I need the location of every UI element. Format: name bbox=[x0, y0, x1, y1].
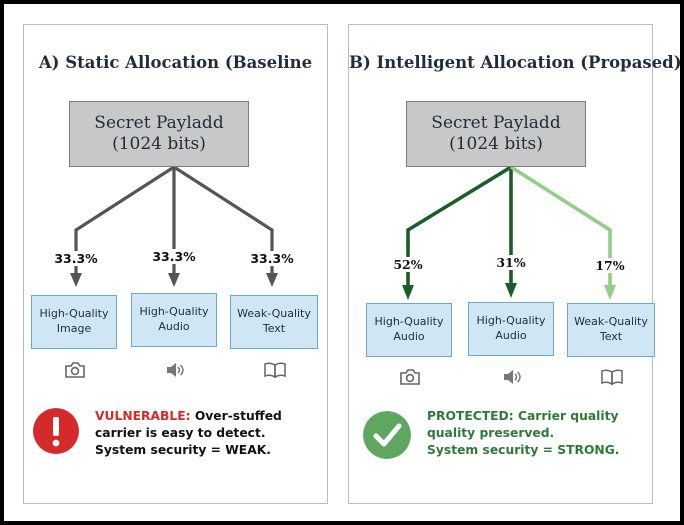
status-line-1-rest: Over-stuffed bbox=[190, 409, 282, 423]
carrier-quality: Weak-Quality bbox=[237, 307, 311, 321]
arrowhead-middle bbox=[168, 273, 180, 287]
book-icon bbox=[264, 362, 286, 379]
carrier-type: Audio bbox=[393, 330, 425, 343]
percent-label-audio: 33.3% bbox=[134, 249, 214, 264]
payload-size: (1024 bits) bbox=[112, 134, 206, 154]
vulnerable-status-text: VULNERABLE: Over-stuffed carrier is easy… bbox=[95, 408, 282, 460]
status-line-3: System security = WEAK. bbox=[95, 443, 271, 458]
secret-payload-box: Secret Payladd (1024 bits) bbox=[406, 101, 586, 167]
checkmark-icon bbox=[363, 411, 411, 459]
arrowhead-left bbox=[402, 285, 414, 300]
panel-title: A) Static Allocation (Baseline bbox=[38, 53, 313, 72]
carrier-type: Audio bbox=[158, 320, 190, 333]
carrier-type: Text bbox=[262, 322, 286, 335]
vulnerable-label: VULNERABLE: bbox=[95, 409, 191, 423]
status-line-2: carrier is easy to detect. bbox=[95, 426, 266, 441]
carrier-box-image: High-Quality Image bbox=[31, 295, 117, 349]
carrier-box-audio-2: High-Quality Audio bbox=[468, 302, 554, 356]
arrowhead-right bbox=[604, 285, 616, 300]
carrier-quality: Weak-Quality bbox=[574, 315, 648, 329]
percent-label-text: 33.3% bbox=[232, 251, 312, 266]
speaker-icon bbox=[167, 363, 184, 377]
percent-label-image: 33.3% bbox=[36, 251, 116, 266]
status-line-1: VULNERABLE: Over-stuffed bbox=[95, 408, 282, 425]
camera-icon bbox=[65, 362, 85, 378]
figure-frame: A) Static Allocation (Baseline Secret Pa… bbox=[4, 4, 682, 521]
carrier-quality: High-Quality bbox=[476, 314, 546, 328]
carrier-type: Text bbox=[599, 330, 623, 343]
carrier-box-audio-1: High-Quality Audio bbox=[366, 303, 452, 357]
arrowhead-left bbox=[70, 273, 82, 287]
percent-label-second: 31% bbox=[471, 255, 551, 270]
secret-payload-box: Secret Payladd (1024 bits) bbox=[69, 101, 249, 167]
panel-static-allocation: A) Static Allocation (Baseline Secret Pa… bbox=[23, 24, 328, 504]
carrier-quality: High-Quality bbox=[139, 305, 209, 319]
carrier-box-text: Weak-Quality Text bbox=[567, 303, 655, 357]
camera-icon bbox=[400, 369, 420, 385]
percent-label-first: 52% bbox=[368, 257, 448, 272]
carrier-type: Audio bbox=[495, 329, 527, 342]
carrier-quality: High-Quality bbox=[374, 315, 444, 329]
book-icon bbox=[601, 369, 623, 386]
status-line-3: System security = STRONG. bbox=[427, 443, 620, 458]
arrowhead-right bbox=[266, 273, 278, 287]
arrowhead-middle bbox=[505, 283, 517, 298]
panel-title: B) Intelligent Allocation (Propased) bbox=[349, 53, 682, 72]
payload-size: (1024 bits) bbox=[449, 134, 543, 154]
speaker-icon bbox=[504, 370, 521, 384]
protected-status-text: PROTECTED: Carrier quality quality prese… bbox=[427, 408, 619, 460]
payload-name: Secret Payladd bbox=[94, 112, 224, 133]
percent-label-third: 17% bbox=[570, 258, 650, 273]
carrier-box-text: Weak-Quality Text bbox=[230, 295, 318, 349]
exclamation-icon bbox=[33, 408, 79, 454]
panel-intelligent-allocation: B) Intelligent Allocation (Propased) Sec… bbox=[348, 24, 682, 504]
carrier-box-audio: High-Quality Audio bbox=[131, 293, 217, 347]
status-line-1: PROTECTED: Carrier quality bbox=[427, 409, 619, 423]
payload-name: Secret Payladd bbox=[431, 112, 561, 133]
carrier-quality: High-Quality bbox=[39, 307, 109, 321]
carrier-type: Image bbox=[56, 322, 92, 335]
status-line-2: quality preserved. bbox=[427, 426, 555, 441]
